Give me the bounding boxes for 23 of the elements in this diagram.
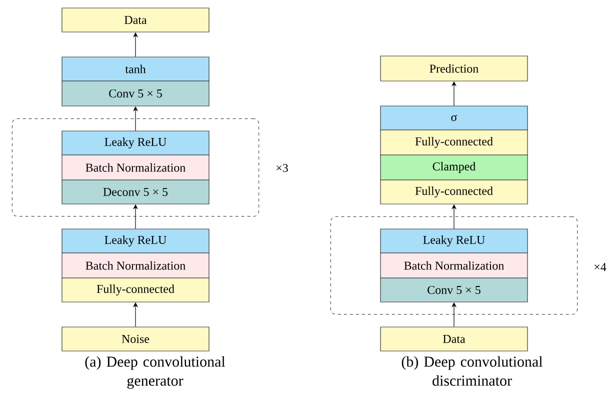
layer-box: Leaky ReLU [62, 228, 210, 254]
layer-box: Conv 5 × 5 [62, 80, 210, 106]
layer-box: Fully-connected [62, 278, 210, 302]
layer-box: Batch Normalization [62, 252, 210, 278]
layer-box: Fully-connected [380, 130, 528, 156]
layer-box: Noise [62, 326, 210, 352]
dashed-group-box [330, 216, 578, 315]
layer-box: tanh [62, 56, 210, 82]
layer-box: Data [380, 326, 528, 352]
layer-box: Leaky ReLU [62, 130, 210, 156]
dashed-group-box [12, 118, 260, 217]
repeat-label: ×3 [276, 164, 288, 172]
layer-box: Batch Normalization [380, 252, 528, 278]
layer-box: Batch Normalization [62, 154, 210, 180]
layer-box: Conv 5 × 5 [380, 278, 528, 302]
layer-box: Data [62, 8, 210, 32]
layer-box: Leaky ReLU [380, 228, 528, 254]
layer-box: Clamped [380, 154, 528, 180]
layer-box: σ [380, 106, 528, 130]
repeat-label: ×4 [594, 263, 606, 271]
layer-box: Fully-connected [380, 180, 528, 204]
layer-box: Deconv 5 × 5 [62, 180, 210, 204]
layer-box: Prediction [380, 56, 528, 82]
